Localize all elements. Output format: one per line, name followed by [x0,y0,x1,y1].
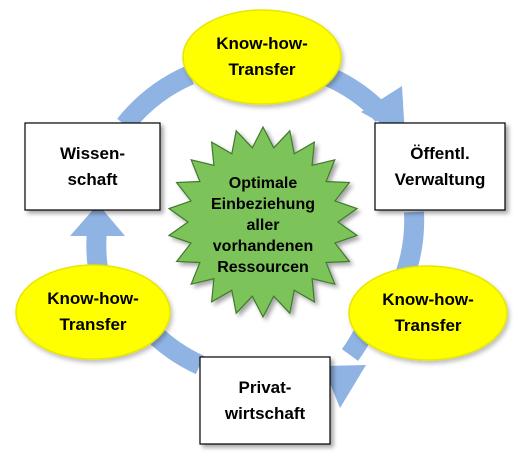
verwaltung-box [374,122,506,211]
arrow-arc-right [395,211,425,279]
arrowhead-left [70,204,125,236]
center-star-burst [167,125,359,319]
transfer-top-ellipse [182,9,342,105]
wissenschaft-box [24,122,161,211]
transfer-right-ellipse [348,265,508,361]
arrow-arc-top-left [117,65,195,132]
transfer-left-ellipse [15,264,171,360]
arrowhead-bottom-right [323,365,366,408]
privatwirtschaft-box [199,356,331,445]
